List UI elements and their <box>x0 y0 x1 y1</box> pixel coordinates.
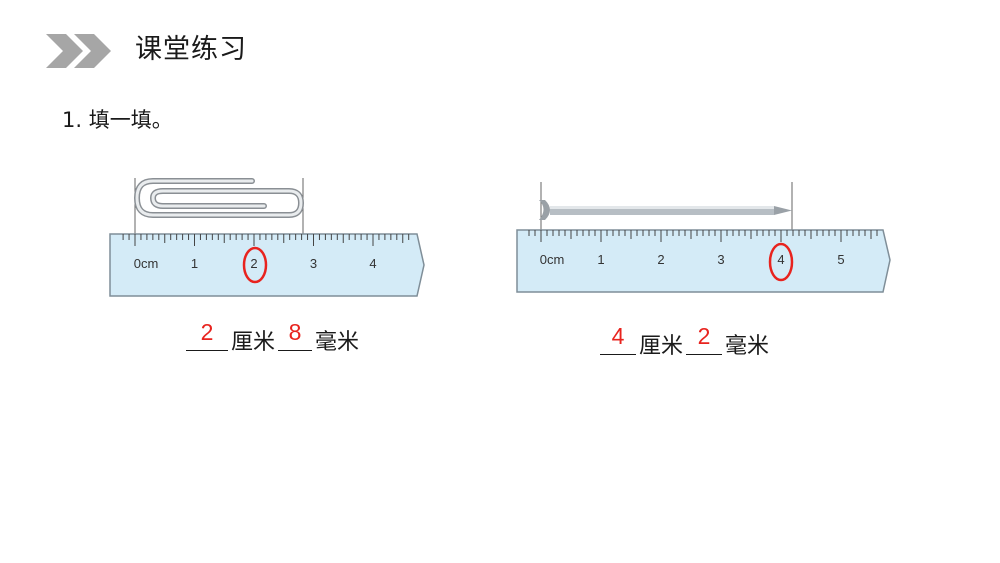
section-title: 课堂练习 <box>135 34 247 65</box>
answer-line-paperclip: 2 厘米 8 毫米 <box>186 319 362 358</box>
answer-line-nail: 4 厘米 2 毫米 <box>600 323 772 362</box>
ruler-tick-label: 2 <box>657 252 664 267</box>
ruler-tick-label: 3 <box>717 252 724 267</box>
ruler-tick-label: 0cm <box>540 252 565 267</box>
unit-cm: 厘米 <box>639 334 684 359</box>
answer-blank-cm[interactable]: 2 <box>186 319 228 351</box>
answer-blank-mm[interactable]: 8 <box>278 319 313 351</box>
answer-circle <box>768 242 794 282</box>
ruler-ticks <box>528 230 878 242</box>
answer-value-mm: 2 <box>697 323 711 349</box>
nail-image <box>539 200 792 220</box>
ruler-tick-label: 1 <box>191 256 198 271</box>
answer-circle <box>242 246 268 284</box>
ruler-ticks <box>122 234 410 246</box>
ruler-labels: 0cm 1 2 3 4 <box>134 256 377 271</box>
nail-ruler-figure: 0cm 1 2 3 4 5 <box>516 182 891 293</box>
ruler-labels: 0cm 1 2 3 4 5 <box>540 252 845 267</box>
ruler-tick-label: 5 <box>837 252 844 267</box>
ruler-tick-label: 1 <box>597 252 604 267</box>
ruler-tick-label: 3 <box>310 256 317 271</box>
double-chevron-icon <box>46 34 111 68</box>
answer-blank-mm[interactable]: 2 <box>686 323 723 355</box>
answer-value-cm: 2 <box>200 319 214 345</box>
ruler-tick-label: 0cm <box>134 256 159 271</box>
question-title: 1. 填一填。 <box>62 108 173 132</box>
ruler-tick-label: 4 <box>369 256 376 271</box>
answer-value-cm: 4 <box>611 323 625 349</box>
unit-mm: 毫米 <box>725 334 770 359</box>
unit-cm: 厘米 <box>231 330 276 355</box>
ruler-tick-label: 4 <box>777 252 784 267</box>
answer-value-mm: 8 <box>288 319 302 345</box>
ruler-tick-label: 2 <box>250 256 257 271</box>
paperclip-ruler-figure: 0cm 1 2 3 4 <box>109 178 425 297</box>
answer-blank-cm[interactable]: 4 <box>600 323 636 355</box>
ruler-body <box>516 229 891 293</box>
paperclip-image <box>133 178 305 218</box>
unit-mm: 毫米 <box>315 330 360 355</box>
